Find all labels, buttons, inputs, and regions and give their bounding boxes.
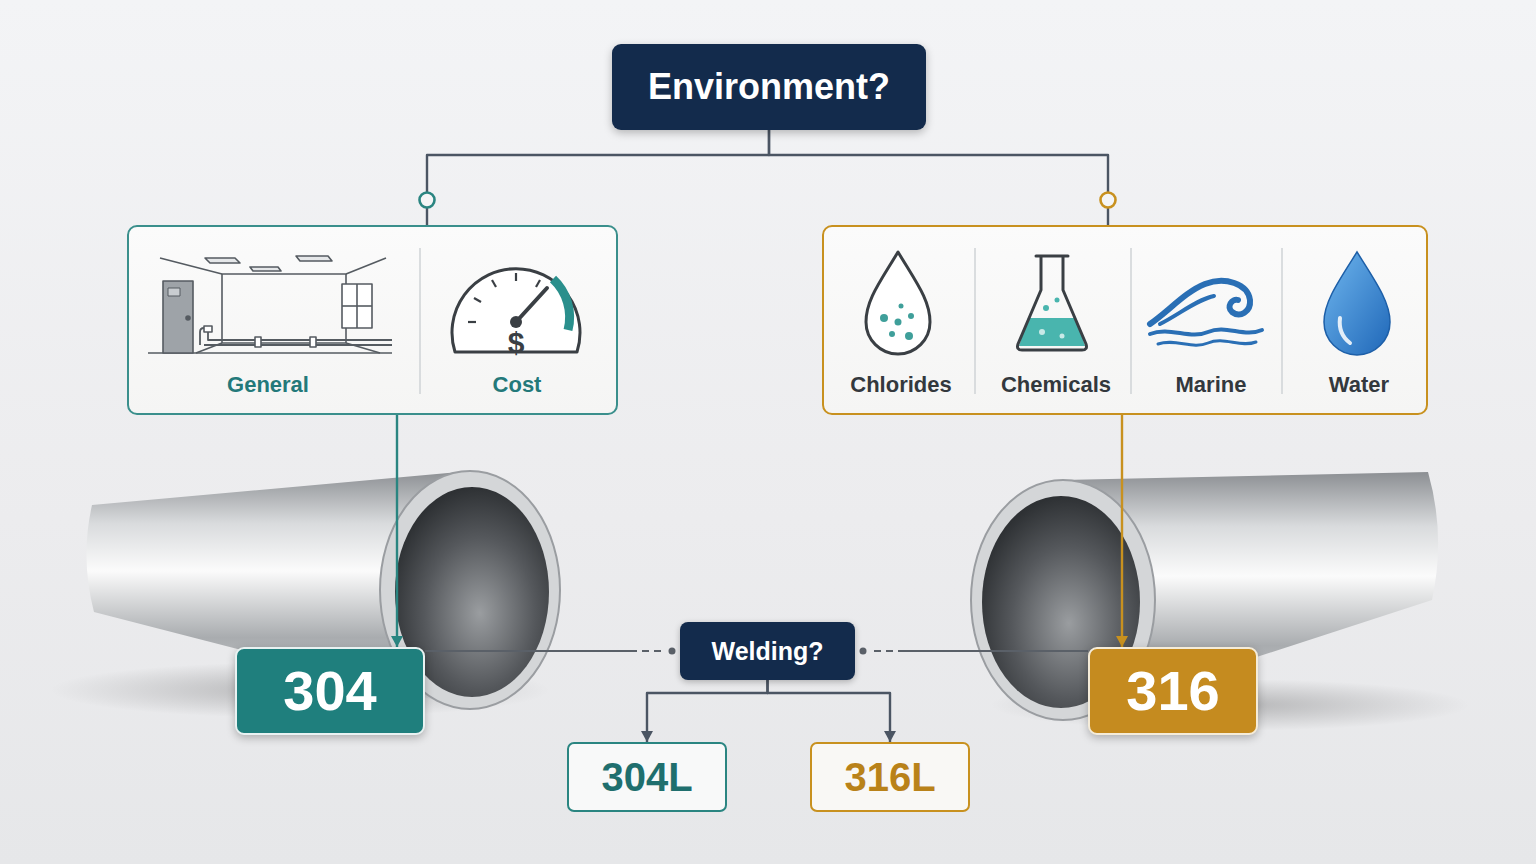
- connector: [768, 680, 897, 742]
- grade-badge: 316: [1088, 647, 1258, 735]
- arrow-head: [884, 731, 896, 742]
- node-label: Cost: [493, 372, 542, 397]
- node-label: 316L: [844, 754, 935, 800]
- grade-badge: 304: [235, 647, 425, 735]
- connector: [391, 415, 403, 647]
- connector-line: [869, 650, 905, 652]
- connector-dot: [669, 648, 676, 655]
- wave-icon: [1150, 281, 1262, 345]
- currency-symbol: $: [508, 326, 525, 361]
- connector-line: [630, 650, 666, 652]
- node-label: Water: [1329, 372, 1389, 397]
- connector-line: [425, 650, 630, 652]
- connector: [641, 680, 768, 742]
- option-panel: General Cost: [127, 225, 618, 415]
- connector-dot: [860, 648, 867, 655]
- question-box: Environment?: [612, 44, 926, 130]
- node-label: Chlorides: [850, 372, 951, 397]
- connector: [1116, 415, 1128, 647]
- connector: [427, 130, 769, 225]
- node-label: 304L: [601, 754, 692, 800]
- connector-line: [768, 680, 891, 742]
- node-label: 316: [1126, 659, 1219, 723]
- water-drop-icon: [1324, 252, 1390, 355]
- branch-dot: [420, 193, 435, 208]
- node-label: 304: [283, 659, 376, 723]
- arrow-head: [391, 636, 403, 647]
- branch-dot: [1101, 193, 1116, 208]
- panel-divider: [420, 248, 1282, 394]
- question-box: Welding?: [680, 622, 855, 680]
- connector: [860, 648, 1089, 655]
- connector-line: [396, 415, 398, 647]
- connector-line: [769, 130, 1108, 225]
- room-icon: [148, 256, 392, 353]
- connector-line: [647, 680, 768, 742]
- option-panel: Chlorides Chemicals Marine Water: [822, 225, 1428, 415]
- arrow-head: [1116, 636, 1128, 647]
- arrow-head: [641, 731, 653, 742]
- node-label: General: [227, 372, 309, 397]
- chloride-droplet-icon: [866, 252, 930, 354]
- connector: [425, 648, 676, 655]
- node-label: Chemicals: [1001, 372, 1111, 397]
- node-label: Environment?: [648, 66, 890, 107]
- flask-icon: [1018, 256, 1087, 350]
- node-label: Marine: [1176, 372, 1247, 397]
- connector-line: [1121, 415, 1123, 647]
- connector: [769, 130, 1108, 225]
- connector-line: [427, 130, 769, 225]
- low-carbon-box: 316L: [810, 742, 970, 812]
- panel-ground: [128, 226, 1427, 414]
- low-carbon-box: 304L: [567, 742, 727, 812]
- node-label: Welding?: [711, 637, 823, 666]
- connector-line: [905, 650, 1088, 652]
